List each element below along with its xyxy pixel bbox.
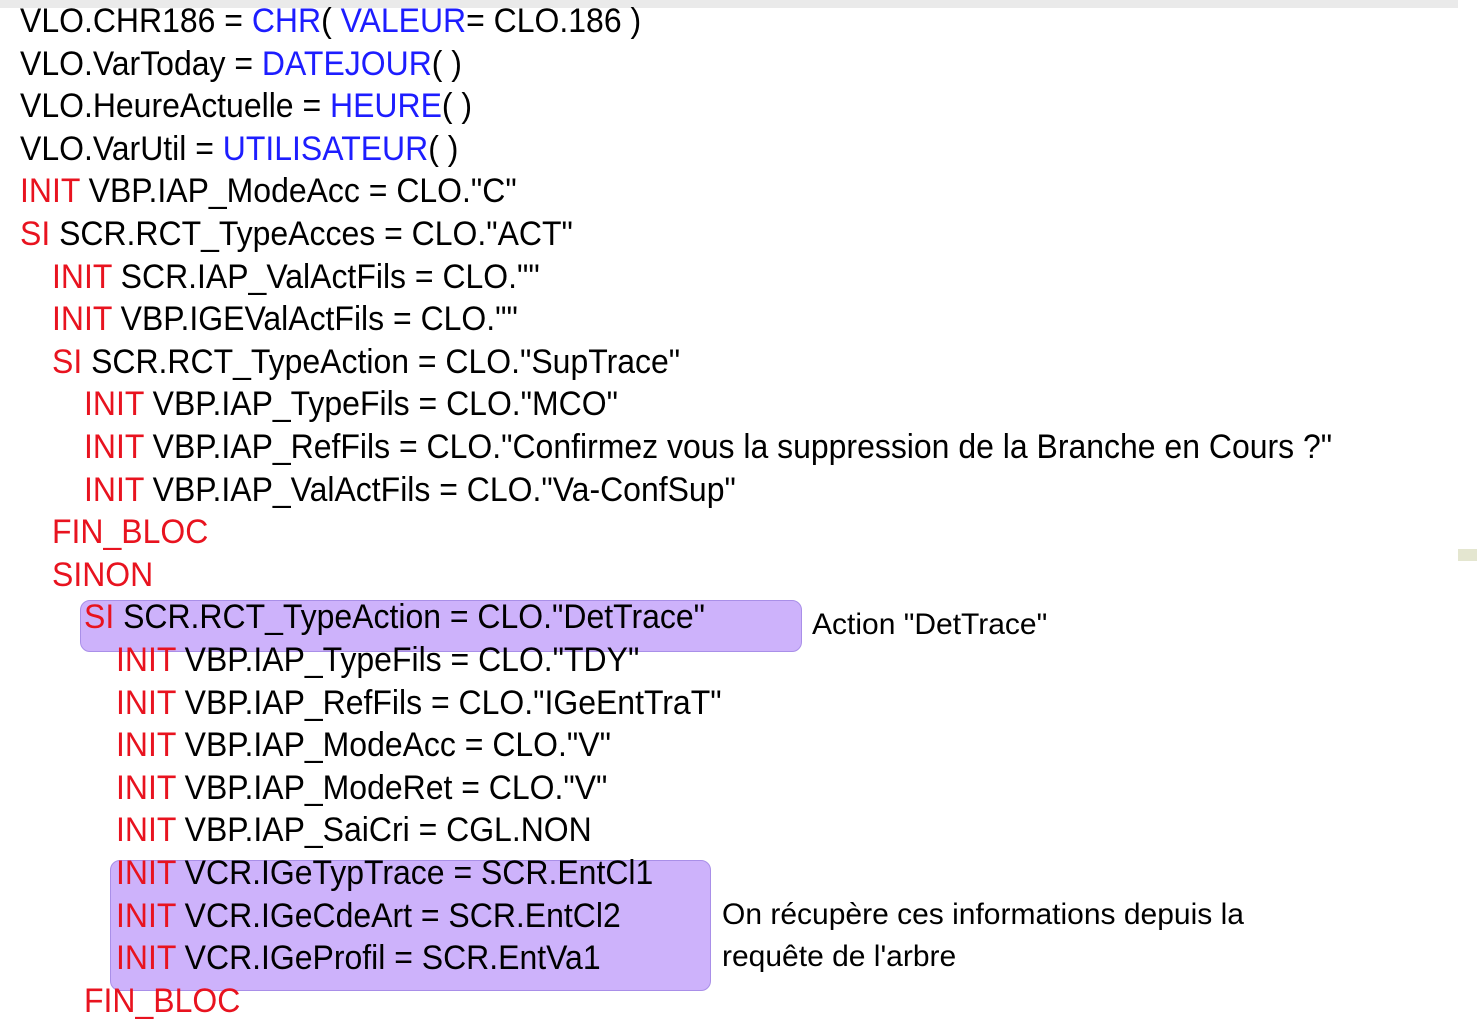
keyword-token: INIT	[52, 257, 112, 296]
annotation-query-line1: On récupère ces informations depuis la	[722, 898, 1244, 931]
code-line: VLO.HeureActuelle = HEURE( )	[20, 85, 472, 127]
keyword-token: SI	[52, 342, 83, 381]
keyword-token: INIT	[116, 641, 176, 679]
function-token: DATEJOUR	[261, 44, 432, 83]
keyword-token: FIN_BLOC	[84, 981, 241, 1020]
keyword-token: SI	[20, 215, 51, 253]
function-token: UTILISATEUR	[222, 129, 429, 168]
code-line: VLO.VarUtil = UTILISATEUR( )	[20, 128, 458, 170]
code-token: VBP.IAP_ModeAcc = CLO."V"	[175, 726, 611, 765]
code-line: INIT VCR.IGeProfil = SCR.EntVa1	[116, 937, 601, 979]
code-token: SCR.RCT_TypeAcces = CLO."ACT"	[50, 215, 573, 253]
code-line: FIN_BLOC	[52, 511, 208, 553]
keyword-token: FIN_BLOC	[52, 513, 209, 552]
code-token: VBP.IAP_ModeAcc = CLO."C"	[79, 172, 517, 211]
code-token: SCR.RCT_TypeAction = CLO."SupTrace"	[82, 342, 681, 381]
code-line: INIT VBP.IAP_TypeFils = CLO."TDY"	[116, 639, 639, 681]
keyword-token: INIT	[116, 726, 176, 765]
code-token: ( )	[441, 87, 473, 126]
code-line: INIT VBP.IAP_SaiCri = CGL.NON	[116, 809, 592, 851]
code-token: VCR.IGeCdeArt = SCR.EntCl2	[175, 896, 621, 935]
code-line: FIN_BLOC	[84, 980, 240, 1022]
code-token: SCR.RCT_TypeAction = CLO."DetTrace"	[114, 598, 705, 637]
keyword-token: SINON	[52, 555, 154, 594]
code-token: VBP.IGEValActFils = CLO.""	[111, 300, 518, 339]
code-token: VLO.VarToday =	[20, 44, 262, 83]
code-line: VLO.VarToday = DATEJOUR( )	[20, 43, 462, 85]
keyword-token: INIT	[84, 385, 144, 424]
keyword-token: INIT	[116, 768, 176, 807]
top-edge-strip	[0, 0, 1458, 8]
code-token: VBP.IAP_TypeFils = CLO."MCO"	[143, 385, 618, 424]
code-token: VBP.IAP_TypeFils = CLO."TDY"	[175, 641, 640, 679]
code-token: VBP.IAP_SaiCri = CGL.NON	[175, 811, 592, 850]
code-line: INIT VBP.IAP_RefFils = CLO."Confirmez vo…	[84, 426, 1332, 468]
code-token: VCR.IGeTypTrace = SCR.EntCl1	[175, 854, 654, 892]
scrollbar-marker	[1458, 549, 1477, 561]
code-line: SINON	[52, 554, 153, 596]
code-token: VCR.IGeProfil = SCR.EntVa1	[175, 939, 601, 978]
code-line: INIT VCR.IGeTypTrace = SCR.EntCl1	[116, 852, 653, 894]
code-line: INIT VBP.IAP_ModeRet = CLO."V"	[116, 767, 607, 809]
code-line: INIT VBP.IAP_TypeFils = CLO."MCO"	[84, 383, 618, 425]
keyword-token: INIT	[84, 428, 144, 466]
code-line: INIT VCR.IGeCdeArt = SCR.EntCl2	[116, 895, 621, 937]
code-token: VBP.IAP_ModeRet = CLO."V"	[175, 768, 608, 807]
code-token: (	[321, 2, 341, 40]
code-line: VLO.CHR186 = CHR( VALEUR= CLO.186 )	[20, 0, 641, 42]
highlight-vcr-init-block	[110, 860, 711, 991]
keyword-token: INIT	[116, 683, 176, 722]
keyword-token: INIT	[116, 896, 176, 935]
keyword-token: INIT	[116, 939, 176, 978]
code-token: VLO.HeureActuelle =	[20, 87, 331, 126]
code-line: INIT VBP.IGEValActFils = CLO.""	[52, 298, 518, 340]
function-token: CHR	[251, 2, 322, 40]
code-line: INIT SCR.IAP_ValActFils = CLO.""	[52, 256, 540, 298]
keyword-token: SI	[84, 598, 115, 637]
keyword-token: INIT	[84, 470, 144, 509]
code-token: ( )	[431, 44, 462, 83]
keyword-token: INIT	[116, 811, 176, 850]
code-token: VLO.VarUtil =	[20, 129, 223, 168]
code-line: SI SCR.RCT_TypeAcces = CLO."ACT"	[20, 213, 573, 255]
code-token: VBP.IAP_RefFils = CLO."Confirmez vous la…	[143, 428, 1333, 466]
annotation-query-line2: requête de l'arbre	[722, 940, 957, 973]
keyword-token: INIT	[52, 300, 112, 339]
code-token: = CLO.186 )	[466, 2, 642, 40]
code-line: INIT VBP.IAP_RefFils = CLO."IGeEntTraT"	[116, 682, 722, 724]
code-token: SCR.IAP_ValActFils = CLO.""	[111, 257, 540, 296]
annotation-dettrace: Action "DetTrace"	[812, 608, 1048, 641]
code-line: INIT VBP.IAP_ModeAcc = CLO."C"	[20, 170, 517, 212]
code-token: ( )	[428, 129, 459, 168]
code-line: SI SCR.RCT_TypeAction = CLO."DetTrace"	[84, 596, 705, 638]
code-line: SI SCR.RCT_TypeAction = CLO."SupTrace"	[52, 341, 680, 383]
keyword-token: INIT	[20, 172, 80, 211]
keyword-token: INIT	[116, 854, 176, 892]
function-token: HEURE	[330, 87, 442, 126]
code-line: INIT VBP.IAP_ValActFils = CLO."Va-ConfSu…	[84, 469, 736, 511]
code-line: INIT VBP.IAP_ModeAcc = CLO."V"	[116, 724, 611, 766]
code-token: VBP.IAP_ValActFils = CLO."Va-ConfSup"	[143, 470, 736, 509]
code-token: VBP.IAP_RefFils = CLO."IGeEntTraT"	[175, 683, 722, 722]
function-token: VALEUR	[340, 2, 467, 40]
highlight-dettrace-condition	[80, 600, 802, 652]
code-token: VLO.CHR186 =	[20, 2, 252, 40]
